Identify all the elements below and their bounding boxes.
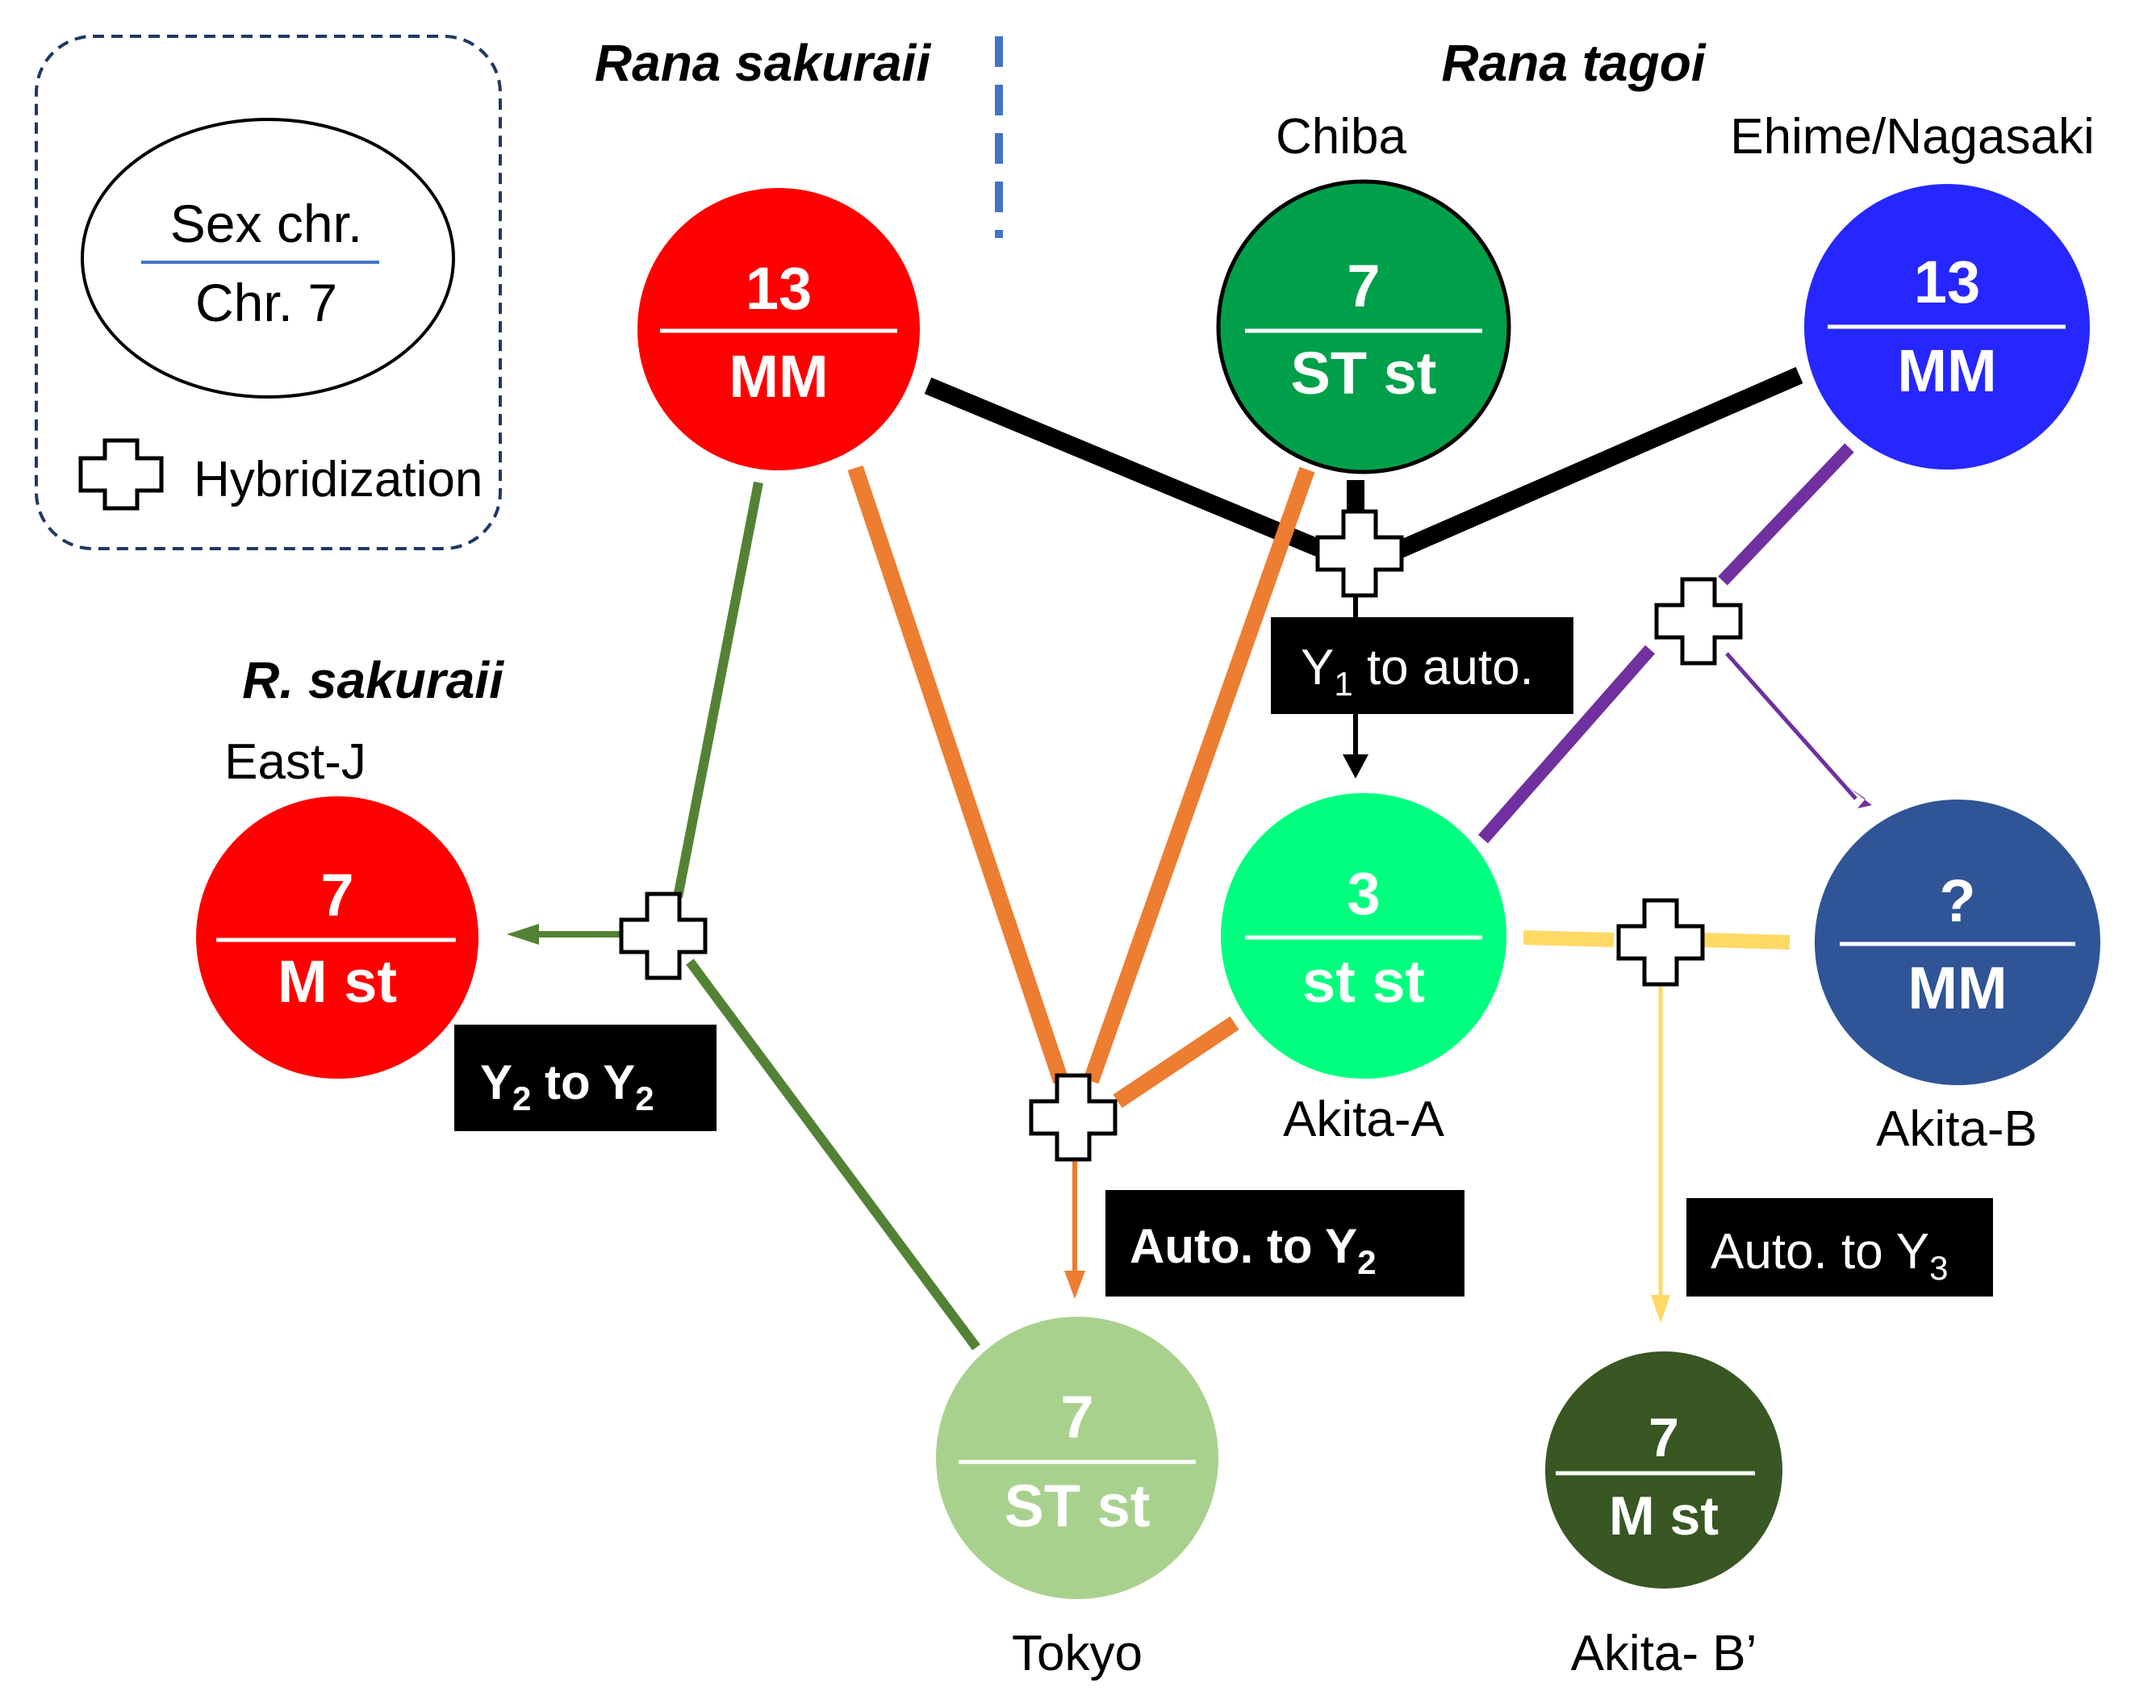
node-akita-b: ? MM xyxy=(1810,795,2105,1090)
box-y2-to-y2: Y2 to Y2 xyxy=(454,1025,717,1131)
arrow-hyb2-to-akita-b xyxy=(1725,652,1857,800)
line-hyb5-to-tokyo xyxy=(686,958,980,1351)
line-sakuraii-to-hyb5 xyxy=(673,481,763,899)
node-ehime-karyotype: MM xyxy=(1897,337,1996,404)
line-akita-a-to-hyb4 xyxy=(1113,1016,1239,1109)
legend-top-label: Sex chr. xyxy=(170,194,362,253)
node-sakuraii: 13 MM xyxy=(633,183,925,475)
species-header-sakuraii: Rana sakuraii xyxy=(595,34,931,92)
line-sakuraii-to-hyb4 xyxy=(847,465,1069,1084)
hybridization-cross-1 xyxy=(1315,509,1404,598)
hybridization-cross-3 xyxy=(1616,898,1705,987)
node-akita-a: 3 st st xyxy=(1216,788,1511,1084)
place-label-chiba: Chiba xyxy=(1276,109,1407,165)
line-sakuraii-to-hyb1 xyxy=(924,377,1343,566)
node-akita-b2-number: 7 xyxy=(1648,1407,1679,1468)
species-label-r-sakuraii: R. sakuraii xyxy=(242,651,504,709)
node-eastj-number: 7 xyxy=(320,862,353,929)
node-eastj: 7 M st xyxy=(191,791,483,1084)
box-auto-to-y2: Auto. to Y2 xyxy=(1105,1190,1464,1297)
box-auto-to-y2-text: Auto. to Y2 xyxy=(1130,1219,1377,1281)
hybridization-cross-4 xyxy=(1029,1073,1118,1162)
node-sakuraii-number: 13 xyxy=(746,255,812,322)
box-y1-to-auto-text: Y1 to auto. xyxy=(1301,640,1534,703)
node-akita-b2-karyotype: M st xyxy=(1609,1485,1719,1547)
arrowhead-akita-b2 xyxy=(1651,1295,1670,1323)
node-ehime-number: 13 xyxy=(1914,248,1980,315)
box-y1-to-auto-bg xyxy=(1271,617,1573,714)
place-label-tokyo: Tokyo xyxy=(1012,1626,1143,1681)
box-auto-to-y3-bg xyxy=(1686,1198,1993,1297)
legend-hybridization-icon xyxy=(78,438,164,511)
place-label-eastj: East-J xyxy=(224,734,366,790)
node-ehime: 13 MM xyxy=(1799,179,2095,474)
hybridization-cross-5 xyxy=(619,892,708,980)
node-akita-a-karyotype: st st xyxy=(1302,948,1425,1015)
box-y2-to-y2-bg xyxy=(454,1025,717,1131)
legend-box xyxy=(35,35,502,550)
legend-hybridization-label: Hybridization xyxy=(194,452,483,507)
line-hyb2-to-akita-a xyxy=(1477,645,1656,844)
box-y1-to-auto: Y1 to auto. xyxy=(1271,617,1573,714)
node-eastj-circle xyxy=(191,791,483,1084)
place-label-ehime: Ehime/Nagasaki xyxy=(1730,109,2094,165)
node-akita-b2-circle xyxy=(1540,1347,1787,1593)
node-chiba-karyotype: ST st xyxy=(1291,340,1437,407)
line-akita-b-to-hyb3 xyxy=(1702,933,1790,950)
place-label-akita-b: Akita-B xyxy=(1876,1101,2037,1157)
box-auto-to-y2-bg xyxy=(1105,1190,1464,1297)
node-chiba-number: 7 xyxy=(1347,253,1380,319)
arrowhead-akita-a xyxy=(1343,754,1368,779)
hybridization-cross-2 xyxy=(1654,577,1743,666)
arrowhead-tokyo xyxy=(1064,1271,1085,1299)
line-chiba-to-hyb4 xyxy=(1083,466,1315,1084)
node-tokyo-karyotype: ST st xyxy=(1005,1472,1151,1539)
node-akita-b-karyotype: MM xyxy=(1907,954,2007,1021)
legend-bottom-label: Chr. 7 xyxy=(195,273,337,332)
node-tokyo-circle xyxy=(931,1312,1223,1604)
node-tokyo: 7 ST st xyxy=(931,1312,1223,1604)
legend-circle xyxy=(81,118,455,399)
place-label-akita-b2: Akita- B’ xyxy=(1571,1626,1757,1681)
node-sakuraii-karyotype: MM xyxy=(729,343,828,410)
arrowhead-eastj xyxy=(507,924,539,945)
box-auto-to-y3: Auto. to Y3 xyxy=(1686,1198,1993,1297)
node-eastj-karyotype: M st xyxy=(278,948,397,1015)
species-header-tagoi: Rana tagoi xyxy=(1441,34,1706,92)
line-akita-a-to-hyb3 xyxy=(1523,930,1615,947)
node-tokyo-number: 7 xyxy=(1060,1384,1093,1451)
node-akita-b-number: ? xyxy=(1939,867,1975,934)
arrowhead-akita-b xyxy=(1848,787,1872,808)
place-label-akita-a: Akita-A xyxy=(1283,1092,1444,1147)
node-chiba: 7 ST st xyxy=(1216,179,1511,474)
box-y2-to-y2-text: Y2 to Y2 xyxy=(480,1055,654,1117)
node-chiba-circle xyxy=(1216,179,1511,474)
node-akita-b2: 7 M st xyxy=(1540,1347,1787,1593)
node-akita-a-number: 3 xyxy=(1347,860,1380,927)
box-auto-to-y3-text: Auto. to Y3 xyxy=(1711,1224,1949,1287)
line-ehime-to-hyb1 xyxy=(1376,366,1803,567)
line-ehime-to-hyb2 xyxy=(1718,443,1854,586)
